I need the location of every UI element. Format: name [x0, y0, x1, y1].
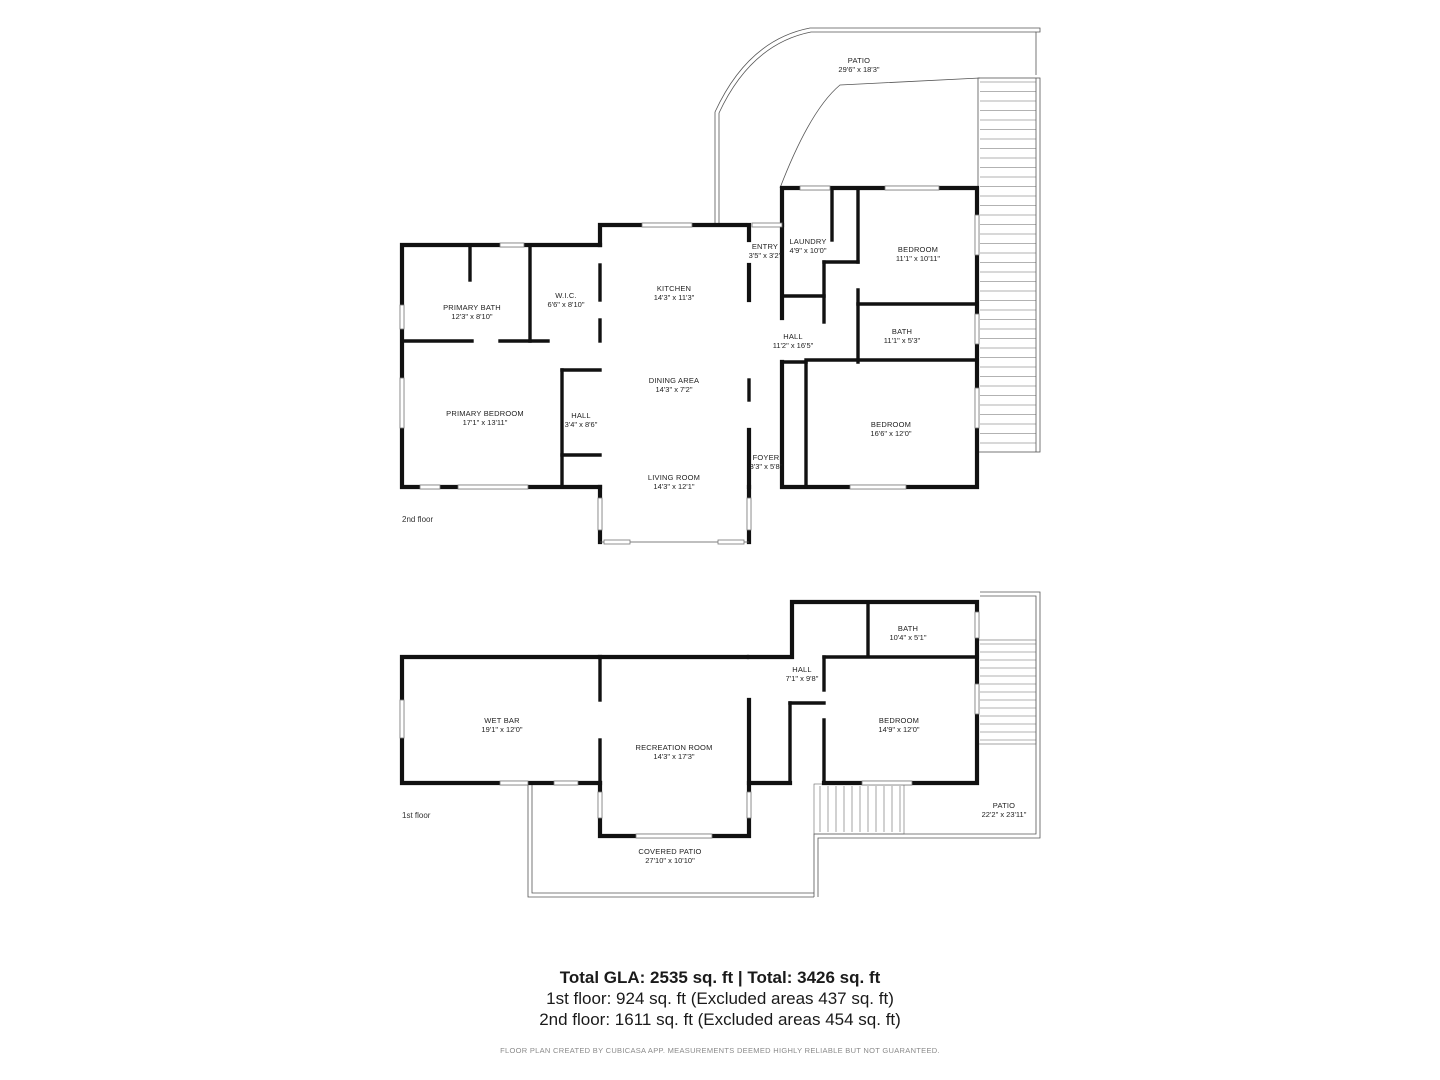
room-dimensions: 17'1" x 13'11" — [463, 418, 508, 427]
room-name: BEDROOM — [871, 420, 911, 429]
room-dimensions: 14'3" x 17'3" — [653, 752, 694, 761]
room-name: PRIMARY BATH — [443, 303, 501, 312]
room-dimensions: 14'3" x 11'3" — [654, 293, 695, 302]
room-name: PATIO — [848, 56, 870, 65]
room-dimensions: 27'10" x 10'10" — [645, 856, 695, 865]
room-name: W.I.C. — [555, 291, 577, 300]
room-dimensions: 14'9" x 12'0" — [878, 725, 919, 734]
upper-patio-outline — [714, 27, 1041, 225]
disclaimer-text: FLOOR PLAN CREATED BY CUBICASA APP. MEAS… — [500, 1046, 940, 1055]
room-name: HALL — [571, 411, 591, 420]
second-floor-room-labels: PATIO 29'6" x 18'3" ENTRY 3'5" x 3'2" LA… — [402, 56, 940, 524]
second-floor-windows — [399, 185, 980, 545]
room-name: DINING AREA — [649, 376, 700, 385]
covered-patio-outline — [527, 783, 814, 898]
room-dimensions: 14'3" x 7'2" — [656, 385, 693, 394]
room-dimensions: 3'3" x 5'8" — [750, 462, 783, 471]
room-name: LAUNDRY — [789, 237, 826, 246]
room-name: ENTRY — [752, 242, 778, 251]
floor-label-2nd: 2nd floor — [402, 515, 433, 524]
floor-label-1st: 1st floor — [402, 811, 431, 820]
room-dimensions: 4'9" x 10'0" — [790, 246, 827, 255]
room-dimensions: 3'4" x 8'6" — [565, 420, 598, 429]
east-stairs — [977, 77, 1041, 453]
room-name: RECREATION ROOM — [635, 743, 712, 752]
room-name: PATIO — [993, 801, 1015, 810]
total-area-summary: Total GLA: 2535 sq. ft | Total: 3426 sq.… — [559, 968, 881, 987]
room-name: HALL — [783, 332, 803, 341]
room-name: BATH — [898, 624, 918, 633]
room-name: COVERED PATIO — [638, 847, 701, 856]
room-dimensions: 12'3" x 8'10" — [451, 312, 492, 321]
east-stairs-lower — [813, 591, 1041, 897]
room-dimensions: 29'6" x 18'3" — [838, 65, 879, 74]
second-floor-plan: PATIO 29'6" x 18'3" ENTRY 3'5" x 3'2" LA… — [399, 27, 1041, 545]
room-name: BEDROOM — [879, 716, 919, 725]
room-dimensions: 22'2" x 23'11" — [982, 810, 1027, 819]
room-name: LIVING ROOM — [648, 473, 700, 482]
room-dimensions: 6'6" x 8'10" — [548, 300, 585, 309]
room-name: KITCHEN — [657, 284, 691, 293]
room-dimensions: 10'4" x 5'1" — [890, 633, 927, 642]
room-dimensions: 3'5" x 3'2" — [749, 251, 782, 260]
room-dimensions: 14'3" x 12'1" — [653, 482, 694, 491]
room-name: FOYER — [753, 453, 780, 462]
room-dimensions: 11'2" x 16'5" — [773, 341, 814, 350]
second-floor-area: 2nd floor: 1611 sq. ft (Excluded areas 4… — [539, 1010, 901, 1029]
room-name: WET BAR — [484, 716, 520, 725]
room-name: PRIMARY BEDROOM — [446, 409, 524, 418]
room-dimensions: 11'1" x 5'3" — [884, 336, 921, 345]
room-dimensions: 11'1" x 10'11" — [896, 254, 941, 263]
room-name: BEDROOM — [898, 245, 938, 254]
first-floor-windows — [399, 611, 980, 839]
room-dimensions: 19'1" x 12'0" — [481, 725, 522, 734]
room-name: HALL — [792, 665, 812, 674]
room-dimensions: 7'1" x 9'8" — [786, 674, 819, 683]
room-name: BATH — [892, 327, 912, 336]
first-floor-room-labels: BATH 10'4" x 5'1" HALL 7'1" x 9'8" WET B… — [402, 624, 1027, 865]
room-dimensions: 16'6" x 12'0" — [870, 429, 911, 438]
first-floor-area: 1st floor: 924 sq. ft (Excluded areas 43… — [546, 989, 894, 1008]
first-floor-plan: BATH 10'4" x 5'1" HALL 7'1" x 9'8" WET B… — [399, 591, 1041, 898]
